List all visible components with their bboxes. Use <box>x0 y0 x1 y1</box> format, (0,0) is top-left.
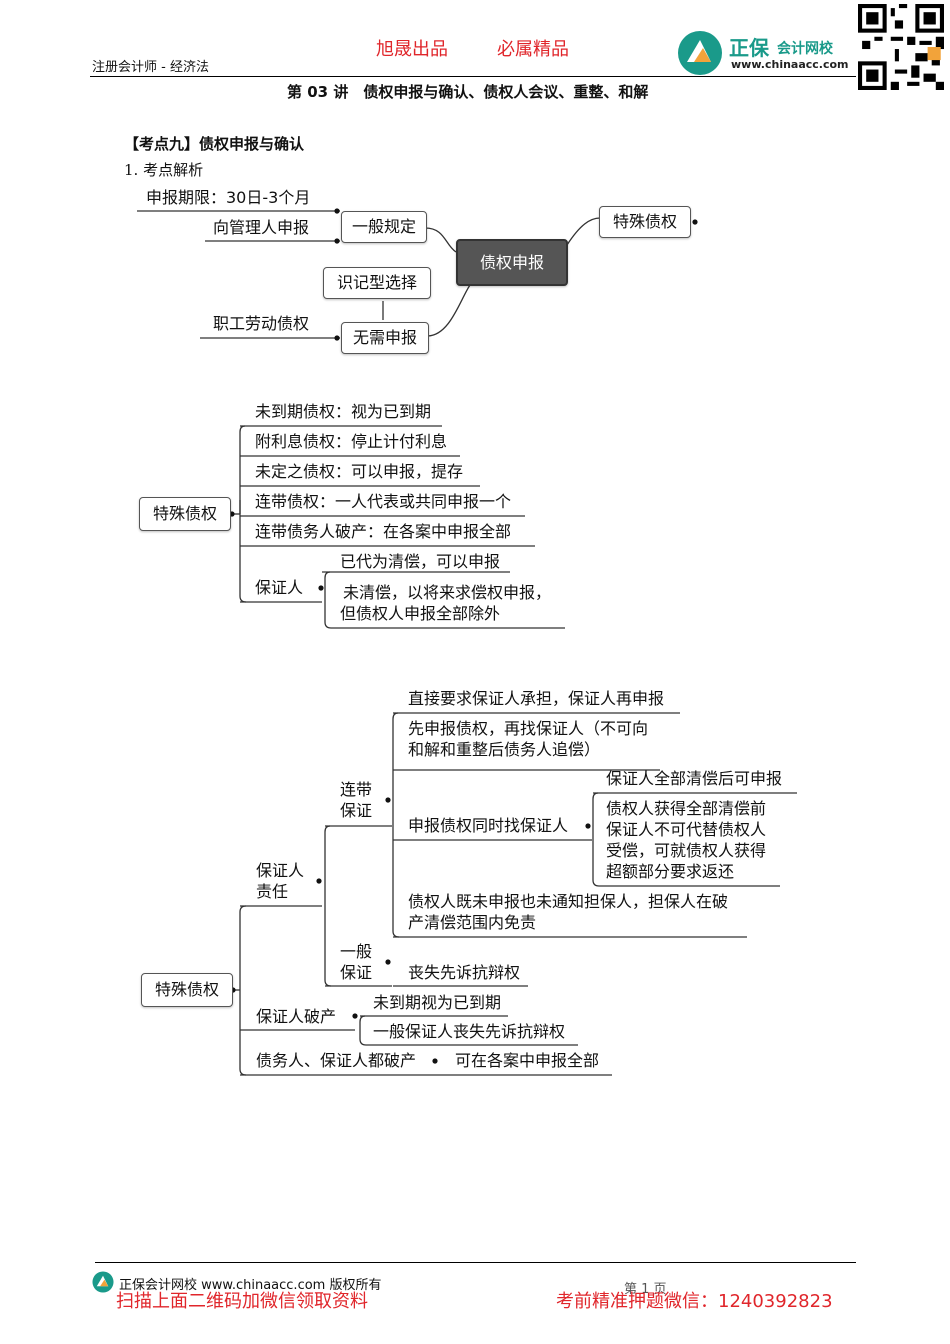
map1-special-node: 特殊债权 <box>599 206 691 238</box>
map2-guarantor-2b: 但债权人申报全部除外 <box>340 604 501 623</box>
footer-logo-icon <box>92 1271 114 1293</box>
map3-joint-b: 保证 <box>340 801 373 820</box>
section-heading: 【考点九】债权申报与确认 <box>124 135 305 153</box>
map3-j4b: 产清偿范围内免责 <box>408 913 537 932</box>
logo-sub: 会计网校 <box>777 41 833 57</box>
map1-period: 申报期限：30日-3个月 <box>146 188 311 207</box>
map3-j3b2: 保证人不可代替债权人 <box>606 820 767 839</box>
slogan-right: 必属精品 <box>497 39 569 60</box>
map3-bankrupt: 保证人破产 <box>256 1007 337 1026</box>
map1-no-need-node: 无需申报 <box>341 322 429 354</box>
section-sub: 1. 考点解析 <box>124 161 204 179</box>
map3-root-node: 特殊债权 <box>141 973 233 1007</box>
map3-joint-a: 连带 <box>340 780 373 799</box>
logo-name: 正保 <box>729 36 769 60</box>
map3-bankrupt-2: 一般保证人丧失先诉抗辩权 <box>373 1022 566 1041</box>
map2-item-4: 连带债权：一人代表或共同申报一个 <box>255 492 512 511</box>
footer-copyright: 正保会计网校 www.chinaacc.com 版权所有 <box>119 1278 382 1293</box>
map3-liability-a: 保证人 <box>256 861 305 880</box>
map1-labor: 职工劳动债权 <box>213 314 310 333</box>
slogan-left: 旭晟出品 <box>376 39 448 60</box>
map2-item-3: 未定之债权：可以申报，提存 <box>255 462 464 481</box>
map1-center-node: 债权申报 <box>456 239 568 286</box>
qr-code-icon <box>858 4 944 90</box>
map3-j3b1: 债权人获得全部清偿前 <box>606 799 767 818</box>
map3-general-1: 丧失先诉抗辩权 <box>408 963 521 982</box>
map1-to-manager: 向管理人申报 <box>213 218 310 237</box>
map3-bankrupt-1: 未到期视为已到期 <box>373 993 502 1012</box>
footer-promo-left: 扫描上面二维码加微信领取资料 <box>116 1291 368 1312</box>
map3-both-1: 可在各案中申报全部 <box>455 1051 600 1070</box>
logo: 正保 会计网校 www.chinaacc.com <box>677 30 857 76</box>
map3-j1: 直接要求保证人承担，保证人再申报 <box>408 689 665 708</box>
map3-j4a: 债权人既未申报也未通知担保人，担保人在破 <box>408 892 729 911</box>
map2-guarantor-1: 已代为清偿，可以申报 <box>340 552 501 571</box>
map3-liability-b: 责任 <box>256 882 289 901</box>
map3-j3a: 保证人全部清偿后可申报 <box>606 769 783 788</box>
lecture-title: 第 03 讲 债权申报与确认、债权人会议、重整、和解 <box>287 83 649 101</box>
logo-mark-icon <box>678 31 722 75</box>
course-title: 注册会计师 - 经济法 <box>92 60 209 75</box>
footer-page: 第 1 页 <box>624 1282 667 1297</box>
map2-item-5: 连带债务人破产：在各案中申报全部 <box>255 522 512 541</box>
map3-j2a: 先申报债权，再找保证人（不可向 <box>408 719 649 738</box>
map3-j3b3: 受偿，可就债权人获得 <box>606 841 767 860</box>
map3-both: 债务人、保证人都破产 <box>256 1051 417 1070</box>
map2-root-node: 特殊债权 <box>139 497 231 531</box>
map2-guarantor-2a: 未清偿，以将来求偿权申报， <box>343 583 552 602</box>
map3-general-b: 保证 <box>340 963 373 982</box>
logo-url: www.chinaacc.com <box>731 58 849 71</box>
map2-guarantor: 保证人 <box>255 578 304 597</box>
header-divider <box>90 76 856 77</box>
footer-promo-right: 考前精准押题微信：1240392823 <box>556 1291 833 1312</box>
map3-general-a: 一般 <box>340 942 373 961</box>
footer-divider <box>95 1262 856 1263</box>
map1-general-node: 一般规定 <box>341 211 427 243</box>
map3-j3b4: 超额部分要求返还 <box>606 862 735 881</box>
map1-choice-node: 识记型选择 <box>323 267 431 299</box>
map3-j2b: 和解和重整后债务人追偿） <box>408 740 601 759</box>
map2-item-1: 未到期债权：视为已到期 <box>255 402 432 421</box>
map3-j3: 申报债权同时找保证人 <box>408 816 569 835</box>
map2-item-2: 附利息债权：停止计付利息 <box>255 432 448 451</box>
